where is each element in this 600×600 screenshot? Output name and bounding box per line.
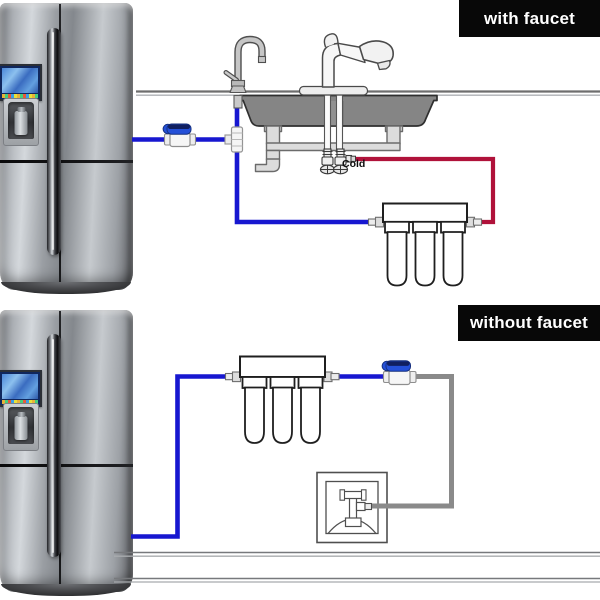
drain-elbow [254,158,281,173]
tee-fitting [224,126,244,153]
refrigerator-body [0,3,133,290]
filter-manifold [382,202,468,223]
refrigerator-base [1,584,131,596]
screen-app-icons [2,400,38,405]
without-faucet-badge: without faucet [458,305,600,341]
refrigerator-handle [47,334,61,558]
filter-faucet [223,35,267,109]
cold-shutoff-valves [319,148,356,175]
faucet-shank [233,94,243,109]
cold-water-label: Cold [342,158,366,170]
water-dispenser [3,97,39,146]
blue-tube-bottom [131,374,390,539]
filter-cartridge [300,386,321,444]
countertop-line [136,90,600,96]
valve-flange [344,517,362,528]
refrigerator-bottom [0,310,136,596]
dispenser-bottle-icon [14,106,28,135]
refrigerator-display-screen [0,64,42,102]
kitchen-faucet [298,33,394,153]
compression-nut [350,155,356,162]
screen-app-icons [2,94,38,99]
supply-pipe-hot [323,94,332,153]
screen-content [2,374,38,400]
refrigerator-display-screen [0,370,42,408]
filter-system-bottom [224,355,340,444]
faucet-handle [323,33,339,48]
filter-outlet-fitting [465,216,483,228]
faucet-base [229,85,247,94]
filter-manifold [239,355,326,378]
valve-t-handle [341,490,365,500]
gray-tube-valve-to-wall [372,374,454,509]
filter-inlet-fitting [367,216,385,228]
door-gap-horizontal [0,464,133,467]
filter-outlet-fitting [323,371,340,383]
filter-cartridge [386,231,408,287]
wall-stop-valve [339,489,373,528]
faucet-escutcheon [298,85,369,96]
refrigerator-handle [47,27,61,255]
screen-content [2,68,38,94]
refrigerator-body [0,310,133,592]
floor-lines [114,551,600,583]
refrigerator-base [1,282,131,294]
spout-tip [257,55,267,64]
filter-inlet-fitting [224,371,242,383]
shutoff-valve-cold [332,148,356,175]
shutoff-valve-left [319,148,336,175]
filter-cartridge [442,231,464,287]
red-tube-cold-to-filter [355,156,496,225]
with-faucet-badge: with faucet [459,0,600,37]
feed-ball-valve [162,123,197,148]
filter-cartridge [244,386,265,444]
filter-system-top [367,202,483,287]
filter-cartridge [414,231,436,287]
door-gap-horizontal [0,160,133,163]
filter-cartridge [272,386,293,444]
supply-pipe-cold [335,94,344,153]
drain-pipes [254,125,404,173]
dispenser-bottle-icon [14,411,28,440]
water-dispenser [3,402,39,451]
valve-outlet [355,501,366,512]
refrigerator-top [0,3,136,294]
outlet-ball-valve [381,360,417,386]
